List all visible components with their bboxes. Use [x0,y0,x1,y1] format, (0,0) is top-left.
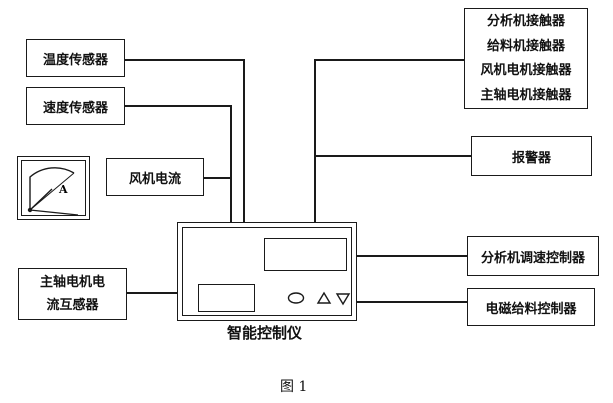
spindle-ct-label-line2: 流互感器 [46,298,99,313]
controller-display-secondary [198,284,255,312]
intelligent-controller [177,222,357,321]
fan-current-box: 风机电流 [106,158,204,196]
connector-speed [125,105,231,107]
connector-alarm [314,155,471,157]
controller-label: 智能控制仪 [227,324,303,342]
electromagnetic-feed-controller-label: 电磁给料控制器 [485,301,577,317]
figure-caption: 图 1 [280,379,308,395]
connector-electromagnetic-feed [356,301,468,303]
temperature-sensor-box: 温度传感器 [26,39,125,77]
contactor-feeder: 给料机接触器 [486,38,565,54]
temperature-sensor-label: 温度传感器 [42,52,108,68]
spindle-ct-label-line1: 主轴电机电 [39,275,105,290]
ammeter: A [17,156,90,220]
contactor-analyzer: 分析机接触器 [486,14,565,30]
analyzer-speed-controller-label: 分析机调速控制器 [480,250,585,266]
electromagnetic-feed-controller-box: 电磁给料控制器 [467,288,595,326]
alarm-label: 报警器 [511,150,551,166]
contactor-fan-motor: 风机电机接触器 [480,63,572,79]
contactors-box: 分析机接触器 给料机接触器 风机电机接触器 主轴电机接触器 [464,8,588,109]
speed-sensor-box: 速度传感器 [26,87,125,125]
speed-sensor-label: 速度传感器 [42,100,108,116]
contactor-spindle-motor: 主轴电机接触器 [480,87,572,103]
ammeter-symbol: A [58,183,68,196]
down-triangle-icon[interactable] [335,293,351,306]
connector-right-trunk [314,59,316,223]
analyzer-speed-controller-box: 分析机调速控制器 [467,236,599,276]
spindle-current-transformer-box: 主轴电机电 流互感器 [18,268,127,320]
ammeter-icon: A [27,167,79,216]
connector-trunk-outer [243,59,245,223]
connector-fan-current [204,177,231,179]
oval-button-icon[interactable] [287,292,305,304]
up-triangle-icon[interactable] [316,291,332,304]
alarm-box: 报警器 [471,136,592,176]
fan-current-label: 风机电流 [128,171,181,187]
connector-temperature [125,59,244,61]
connector-trunk-inner [230,105,232,223]
connector-spindle-ct [127,292,178,294]
controller-display-main [264,238,347,271]
connector-contactors [315,59,464,61]
connector-analyzer-speed [356,255,468,257]
